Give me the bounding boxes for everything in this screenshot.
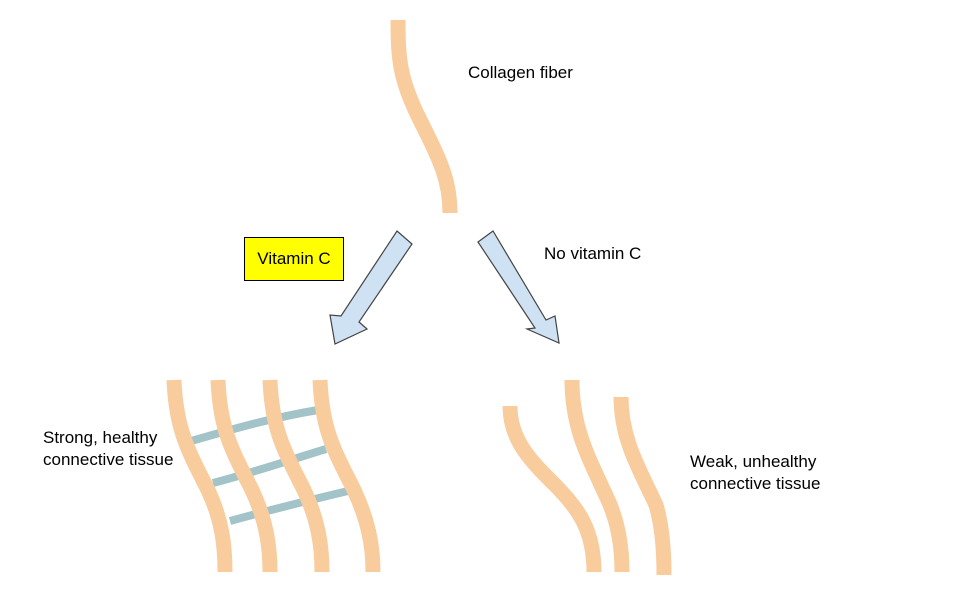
strong-fiber-4 xyxy=(312,379,381,573)
crosslink xyxy=(211,445,328,487)
collagen-fiber-top xyxy=(390,19,458,214)
strong-fiber-3 xyxy=(262,379,330,573)
crosslinks xyxy=(189,406,349,525)
weak-tissue-label-line2: connective tissue xyxy=(690,474,821,493)
arrow-vitamin-c xyxy=(329,230,413,345)
strong-tissue-label-line1: Strong, healthy xyxy=(43,428,158,447)
strong-fiber-2 xyxy=(210,379,278,573)
strong-tissue-label-line2: connective tissue xyxy=(43,450,174,469)
weak-tissue-label-line1: Weak, unhealthy xyxy=(690,452,817,471)
vitamin-c-label: Vitamin C xyxy=(257,249,331,268)
no-vitamin-c-label: No vitamin C xyxy=(544,244,642,263)
crosslink xyxy=(228,487,349,525)
crosslink xyxy=(189,406,319,445)
vitamin-c-box: Vitamin C xyxy=(244,237,344,281)
weak-tissue-fibers xyxy=(502,379,672,576)
collagen-fiber-label: Collagen fiber xyxy=(468,63,573,82)
weak-fiber-2 xyxy=(564,379,630,573)
weak-fiber-3 xyxy=(613,396,672,576)
strong-fiber-1 xyxy=(166,379,233,573)
weak-fiber-1 xyxy=(502,405,602,573)
arrow-no-vitamin-c xyxy=(477,230,560,344)
strong-tissue-fibers xyxy=(166,379,381,573)
